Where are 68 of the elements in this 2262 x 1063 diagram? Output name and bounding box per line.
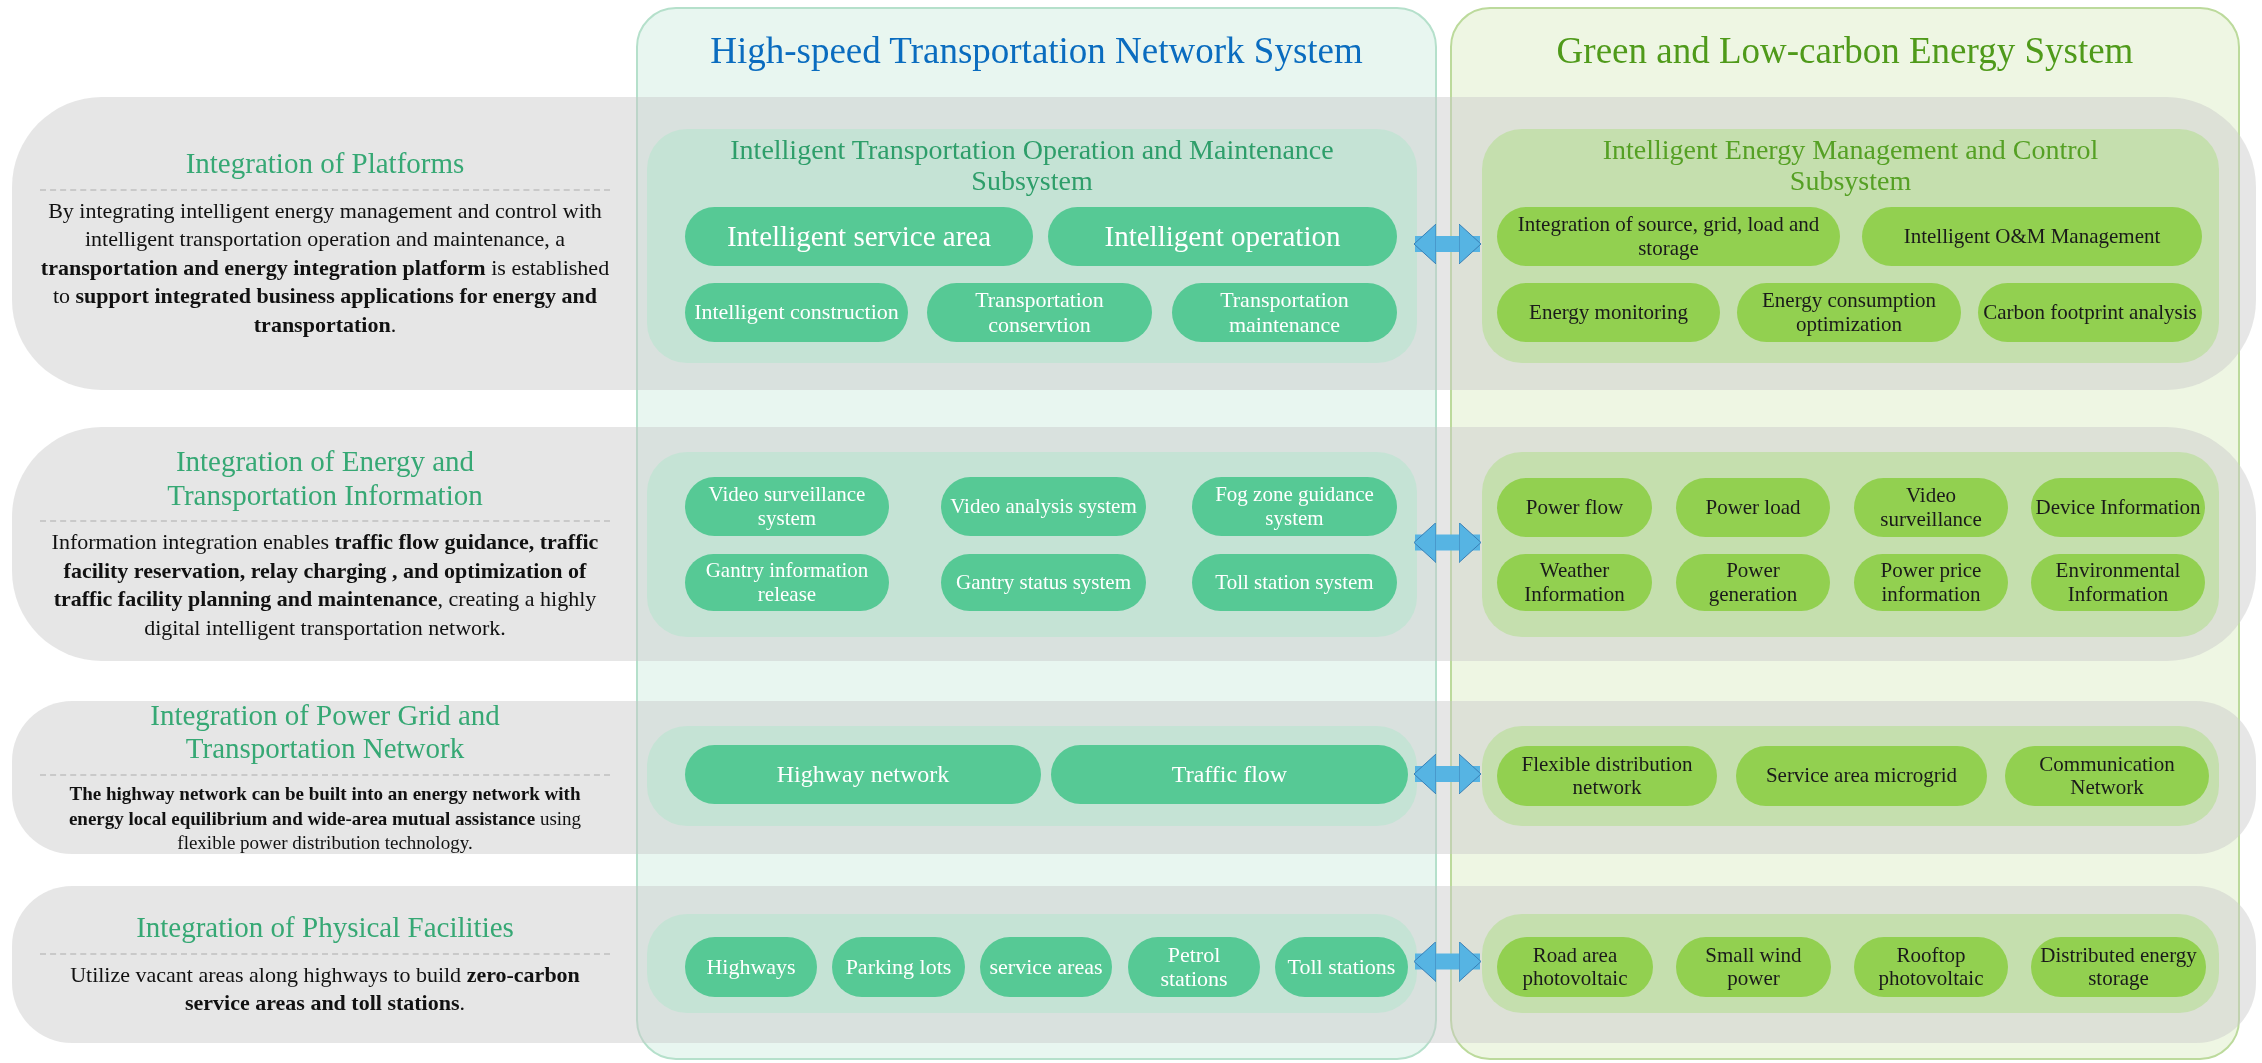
function-pill: Energy monitoring <box>1497 283 1720 342</box>
subsystem-panel <box>647 452 1417 637</box>
function-pill: Rooftop photovoltaic <box>1854 937 2008 997</box>
description-text: By integrating intelligent energy management and control with intelligent transportation operation and maintenance, a transportation and energy integration platform is established to support integrated business applications for energy and transportation. <box>40 196 610 340</box>
function-pill: Video surveillance <box>1854 478 2008 537</box>
function-pill: Transportation maintenance <box>1172 283 1397 342</box>
integration-band <box>12 97 636 390</box>
double-arrow <box>1413 941 1482 982</box>
function-pill: Video analysis system <box>941 477 1146 536</box>
function-pill: Parking lots <box>832 937 965 997</box>
band-heading: Integration of Physical Facilities <box>136 911 514 945</box>
function-pill: Energy consumption optimization <box>1737 283 1961 342</box>
system-column <box>1450 7 2240 1060</box>
subsystem-heading: Intelligent Energy Management and Control Subsystem <box>1601 135 2100 197</box>
function-pill: Transportation conservtion <box>927 283 1152 342</box>
function-pill: Power price information <box>1854 554 2008 611</box>
double-arrow <box>1413 753 1482 795</box>
function-pill: Fog zone guidance system <box>1192 477 1397 536</box>
function-pill: Gantry status system <box>941 554 1146 611</box>
integration-band <box>12 886 636 1043</box>
subsystem-panel <box>647 726 1417 826</box>
integration-band <box>12 701 636 854</box>
integration-band <box>12 427 636 661</box>
function-pill: Integration of source, grid, load and storage <box>1497 207 1840 266</box>
subsystem-panel <box>1482 914 2219 1013</box>
subsystem-panel <box>1482 452 2219 637</box>
description-text: Information integration enables traffic flow guidance, traffic facility reservation, relay charging , and optimization of traffic facility planning and maintenance, creating a highly digital intelligent transportation network. <box>50 528 600 642</box>
band-heading: Integration of Platforms <box>185 147 465 181</box>
function-pill: Highways <box>685 937 817 997</box>
function-pill: Intelligent O&M Management <box>1862 207 2202 266</box>
subsystem-panel <box>1482 726 2219 826</box>
band-heading: Integration of Energy and Transportation Information <box>166 445 484 513</box>
function-pill: Service area microgrid <box>1736 746 1987 806</box>
function-pill: Gantry information release <box>685 554 889 611</box>
description-text: The highway network can be built into an energy network with energy local equilibrium and wide-area mutual assistance using flexible power distribution technology. <box>67 781 583 856</box>
subsystem-panel <box>1482 129 2219 363</box>
subsystem-panel <box>647 914 1417 1013</box>
double-arrow <box>1413 223 1482 265</box>
function-pill: Device Information <box>2031 478 2205 537</box>
function-pill: Highway network <box>685 745 1041 804</box>
band-heading: Integration of Power Grid and Transportation Network <box>149 699 501 766</box>
function-pill: service areas <box>980 937 1112 997</box>
function-pill: Small wind power <box>1676 937 1831 997</box>
function-pill: Power generation <box>1676 554 1830 611</box>
function-pill: Carbon footprint analysis <box>1978 283 2202 342</box>
column-title: High-speed Transportation Network System <box>709 31 1364 72</box>
function-pill: Power load <box>1676 478 1830 537</box>
function-pill: Intelligent service area <box>685 207 1033 266</box>
function-pill: Toll stations <box>1275 937 1408 997</box>
function-pill: Traffic flow <box>1051 745 1408 804</box>
function-pill: Flexible distribution network <box>1497 746 1717 806</box>
function-pill: Video surveillance system <box>685 477 889 536</box>
system-column <box>636 7 1437 1060</box>
function-pill: Road area photovoltaic <box>1497 937 1653 997</box>
function-pill: Communication Network <box>2005 746 2209 806</box>
function-pill: Distributed energy storage <box>2031 937 2206 997</box>
function-pill: Environmental Information <box>2031 554 2205 611</box>
subsystem-panel <box>647 129 1417 363</box>
function-pill: Petrol stations <box>1128 937 1260 997</box>
function-pill: Toll station system <box>1192 554 1397 611</box>
function-pill: Power flow <box>1497 478 1652 537</box>
function-pill: Intelligent construction <box>685 283 908 342</box>
subsystem-heading: Intelligent Transportation Operation and Maintenance Subsystem <box>729 135 1335 197</box>
description-text: Utilize vacant areas along highways to build zero-carbon service areas and toll stations. <box>69 960 581 1018</box>
function-pill: Weather Information <box>1497 554 1652 611</box>
double-arrow <box>1413 522 1482 563</box>
function-pill: Intelligent operation <box>1048 207 1397 266</box>
column-title: Green and Low-carbon Energy System <box>1555 31 2135 72</box>
